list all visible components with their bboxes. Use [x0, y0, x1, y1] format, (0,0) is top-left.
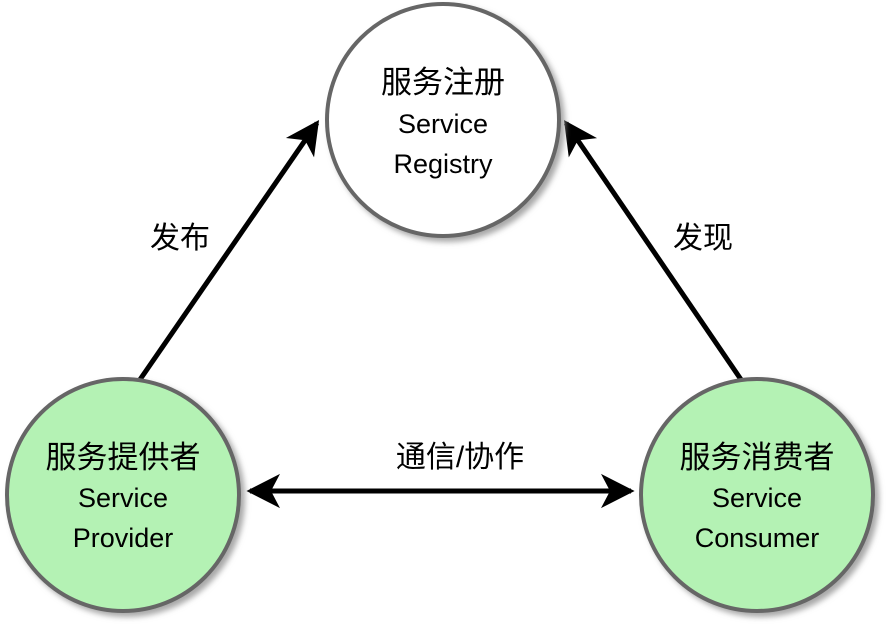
service-registry-label-en-line1: Service [398, 109, 488, 139]
service-consumer-label-cn: 服务消费者 [680, 440, 835, 475]
service-registry-label-en-line2: Registry [393, 149, 493, 179]
nodes-layer: 服务注册 Service Registry 服务提供者 Service Prov… [5, 2, 875, 613]
edge-labels-layer: 发布 发现 通信/协作 [150, 222, 733, 474]
discover-edge-label: 发现 [673, 222, 733, 255]
service-consumer-circle[interactable] [639, 377, 875, 613]
publish-edge-label: 发布 [150, 222, 210, 255]
service-registry-node[interactable]: 服务注册 Service Registry [325, 2, 561, 238]
service-provider-label-en-line2: Provider [73, 523, 174, 553]
edges-layer [136, 120, 745, 509]
service-provider-label-cn: 服务提供者 [46, 440, 201, 475]
service-consumer-label-en-line2: Consumer [695, 523, 820, 553]
service-provider-node[interactable]: 服务提供者 Service Provider [5, 377, 241, 613]
service-consumer-label-en-line1: Service [712, 483, 802, 513]
service-consumer-node[interactable]: 服务消费者 Service Consumer [639, 377, 875, 613]
service-registry-circle[interactable] [325, 2, 561, 238]
service-provider-circle[interactable] [5, 377, 241, 613]
service-provider-label-en-line1: Service [78, 483, 168, 513]
publish-edge-line[interactable] [136, 120, 320, 383]
service-registry-label-cn: 服务注册 [381, 65, 505, 100]
discover-edge-line[interactable] [563, 120, 745, 383]
communication-edge-label: 通信/协作 [396, 441, 524, 474]
